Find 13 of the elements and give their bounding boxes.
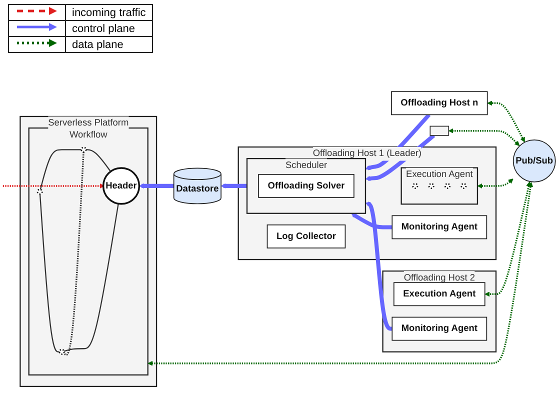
legend-label: control plane <box>66 20 152 36</box>
process-box: Execution Agent <box>393 282 486 307</box>
process-box: Monitoring Agent <box>392 216 488 240</box>
database-cylinder: Datastore <box>173 168 222 205</box>
circle-node: Header <box>102 168 140 206</box>
legend-label: data plane <box>66 36 152 52</box>
group-title: Serverless Platform <box>48 116 129 131</box>
process-box: Offloading Solver <box>258 174 354 198</box>
process-box: Log Collector <box>266 224 346 249</box>
circle-node: Pub/Sub <box>512 140 556 183</box>
legend-label: incoming traffic <box>66 4 152 20</box>
process-box: Monitoring Agent <box>392 317 488 342</box>
process-box: Offloading Host n <box>391 92 488 116</box>
